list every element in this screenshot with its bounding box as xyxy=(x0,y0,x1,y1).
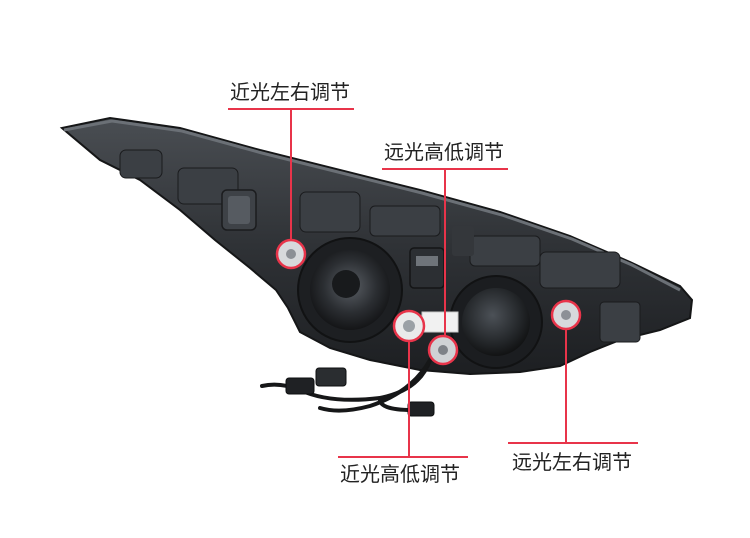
bulb-cap xyxy=(221,189,257,231)
housing-ribs xyxy=(119,149,641,343)
callout-high-beam-horizontal: 远光左右调节 xyxy=(512,450,632,474)
label-sticker xyxy=(421,311,459,333)
callout-high-beam-vertical: 远光高低调节 xyxy=(384,140,504,164)
wire-harness xyxy=(260,358,432,413)
wire-connectors xyxy=(285,367,435,417)
callout-underline xyxy=(508,442,638,444)
callout-leader xyxy=(290,108,292,240)
callout-low-beam-horizontal: 近光左右调节 xyxy=(230,80,350,104)
connector-block xyxy=(409,226,474,289)
low-beam-projector xyxy=(297,237,403,343)
callout-leader xyxy=(565,329,567,442)
callout-underline xyxy=(338,456,468,458)
callout-leader xyxy=(444,168,446,336)
callout-leader xyxy=(408,341,410,456)
high-beam-reflector xyxy=(449,275,543,369)
callout-low-beam-vertical: 近光高低调节 xyxy=(340,462,460,486)
adjuster-screws xyxy=(275,238,582,366)
